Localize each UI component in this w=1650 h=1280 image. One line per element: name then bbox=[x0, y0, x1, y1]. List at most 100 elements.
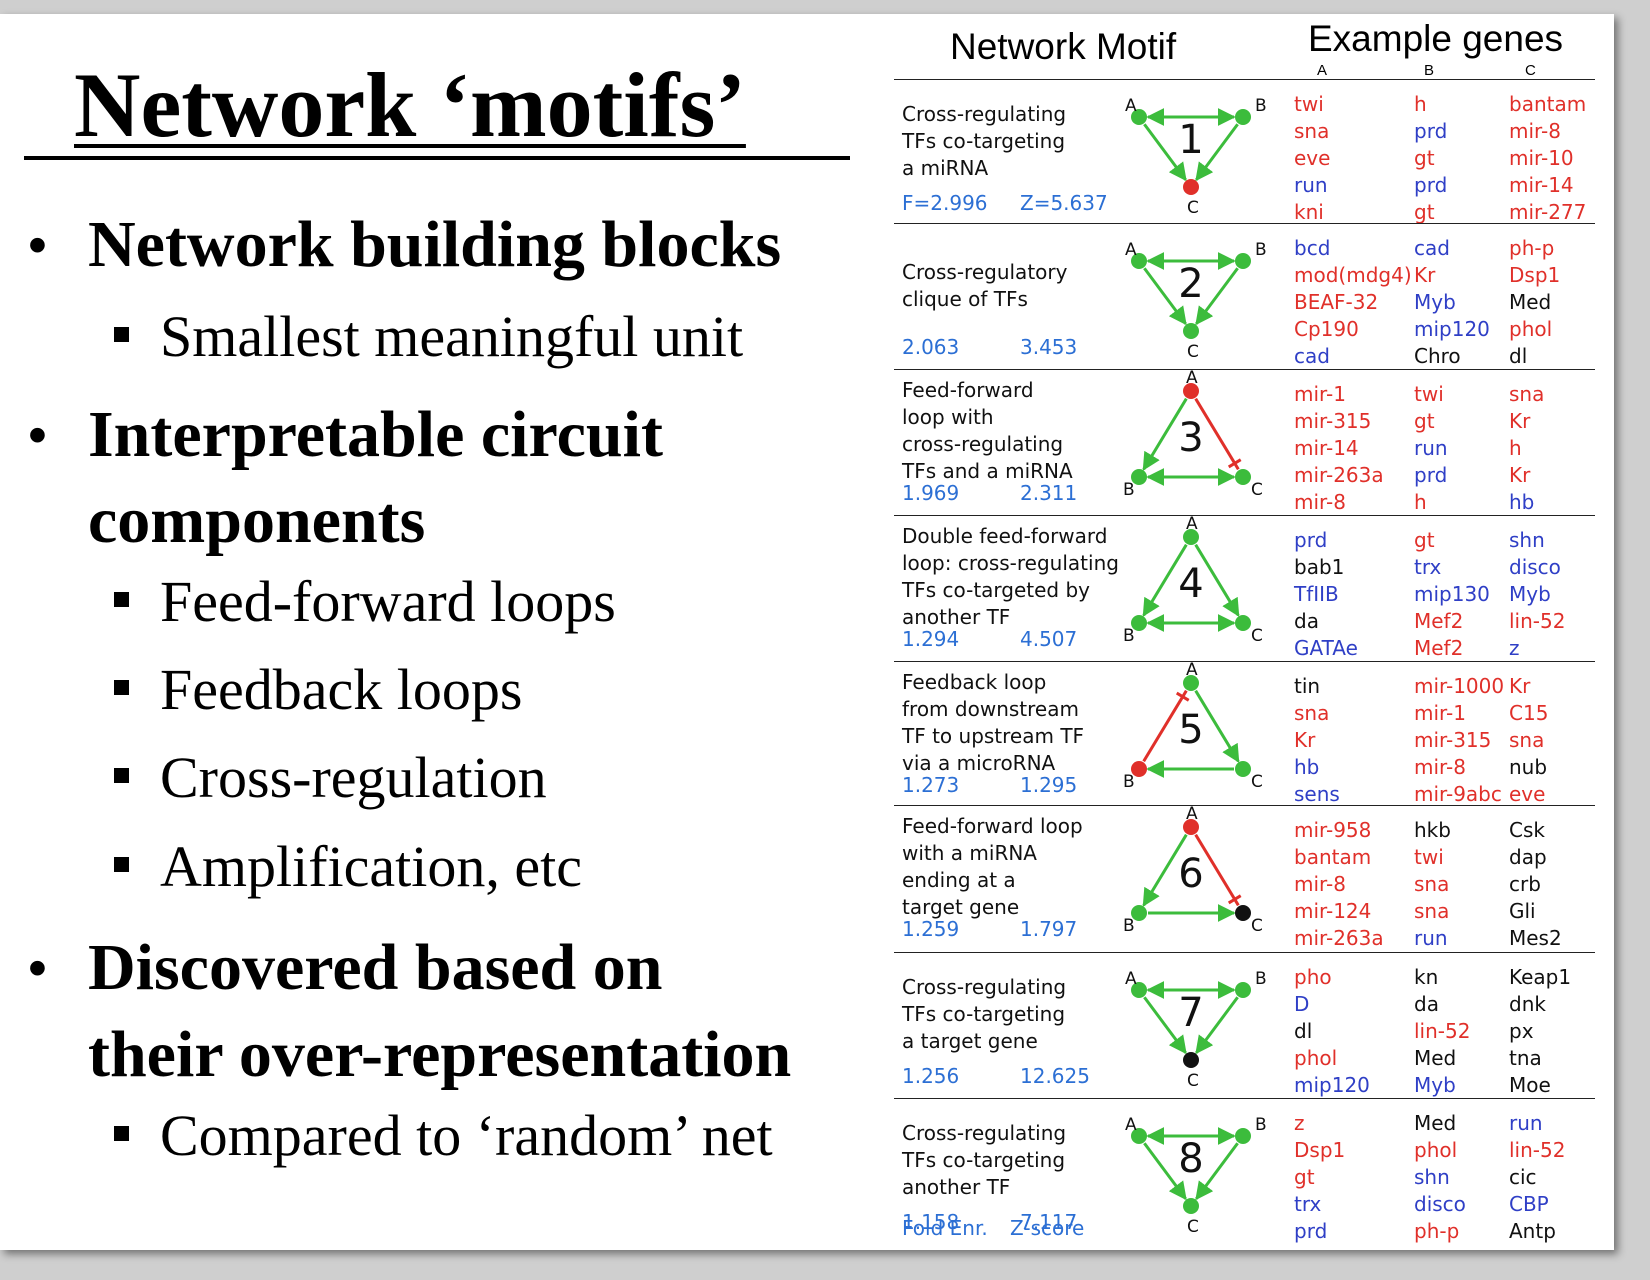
node-label-c: C bbox=[1187, 1217, 1199, 1237]
motif-node bbox=[1183, 1052, 1199, 1068]
motif-node bbox=[1183, 529, 1199, 545]
gene-name: da bbox=[1414, 992, 1439, 1016]
motif-description: TFs co-targeting bbox=[902, 1002, 1066, 1026]
gene-name: z bbox=[1509, 636, 1520, 660]
motif-number: 6 bbox=[1178, 851, 1203, 897]
gene-name: mir-8 bbox=[1509, 119, 1561, 143]
gene-name: kni bbox=[1294, 200, 1324, 224]
gene-name: gt bbox=[1414, 146, 1435, 170]
sub-bullet-marker bbox=[114, 592, 129, 607]
z-score-value: 3.453 bbox=[1020, 335, 1078, 359]
node-label-b: B bbox=[1123, 772, 1135, 792]
row-separator bbox=[894, 661, 1595, 662]
gene-name: Keap1 bbox=[1509, 965, 1572, 989]
gene-name: sna bbox=[1294, 701, 1330, 725]
gene-name: mir-8 bbox=[1414, 755, 1466, 779]
node-label-a: A bbox=[1186, 514, 1198, 534]
gene-name: mir-1 bbox=[1294, 382, 1346, 406]
motif-description: TFs and a miRNA bbox=[902, 459, 1073, 483]
gene-name: twi bbox=[1294, 92, 1324, 116]
motif-edge bbox=[1142, 689, 1188, 763]
gene-name: phol bbox=[1294, 1046, 1338, 1070]
motif-description: loop with bbox=[902, 405, 994, 429]
gene-name: mir-1 bbox=[1414, 701, 1466, 725]
column-letter-b: B bbox=[1424, 62, 1435, 79]
gene-name: trx bbox=[1414, 555, 1442, 579]
bullet-text: Cross-regulation bbox=[160, 745, 547, 810]
z-score-value: 7.117 bbox=[1020, 1210, 1078, 1234]
gene-name: run bbox=[1414, 436, 1448, 460]
motif-description: TFs co-targeting bbox=[902, 1148, 1066, 1172]
gene-name: run bbox=[1294, 173, 1328, 197]
gene-name: gt bbox=[1414, 200, 1435, 224]
sub-bullet-marker bbox=[114, 1126, 129, 1141]
bullet-item: •Interpretable circuit bbox=[28, 392, 663, 478]
gene-name: mir-958 bbox=[1294, 818, 1372, 842]
motif-description: from downstream bbox=[902, 697, 1079, 721]
slide: Network ‘motifs’ •Network building block… bbox=[0, 14, 1614, 1250]
node-label-c: C bbox=[1187, 198, 1199, 218]
gene-name: eve bbox=[1294, 146, 1331, 170]
gene-name: ph-p bbox=[1509, 236, 1555, 260]
header-network-motif: Network Motif bbox=[950, 26, 1177, 67]
gene-name: mir-9abc bbox=[1414, 782, 1502, 806]
gene-name: eve bbox=[1509, 782, 1546, 806]
gene-name: prd bbox=[1414, 463, 1448, 487]
node-label-c: C bbox=[1251, 480, 1263, 500]
gene-name: cad bbox=[1294, 344, 1330, 368]
gene-name: z bbox=[1294, 1111, 1305, 1135]
motif-edge bbox=[1195, 1142, 1239, 1201]
sub-bullet-item: Compared to ‘random’ net bbox=[114, 1101, 773, 1171]
gene-name: h bbox=[1414, 490, 1427, 514]
gene-name: Kr bbox=[1509, 463, 1531, 487]
motif-edge bbox=[1143, 996, 1187, 1055]
motif-number: 1 bbox=[1178, 117, 1203, 163]
bullet-text: Interpretable circuit bbox=[88, 398, 663, 471]
z-score-value: Z=5.637 bbox=[1020, 191, 1108, 215]
motif-edge bbox=[1143, 123, 1187, 182]
motif-description: cross-regulating bbox=[902, 432, 1064, 456]
gene-name: Chro bbox=[1414, 344, 1461, 368]
motif-node bbox=[1235, 761, 1251, 777]
gene-name: Kr bbox=[1509, 409, 1531, 433]
slide-title-text: Network ‘motifs’ bbox=[74, 54, 746, 156]
gene-name: Cp190 bbox=[1294, 317, 1359, 341]
node-label-c: C bbox=[1187, 1071, 1199, 1091]
motif-node bbox=[1183, 323, 1199, 339]
gene-name: lin-52 bbox=[1509, 609, 1566, 633]
bullet-marker: • bbox=[28, 938, 47, 998]
fold-enrichment-value: F=2.996 bbox=[902, 191, 988, 215]
gene-name: pho bbox=[1294, 965, 1332, 989]
motif-description: Feedback loop bbox=[902, 670, 1047, 694]
gene-name: tna bbox=[1509, 1046, 1542, 1070]
gene-name: prd bbox=[1294, 1219, 1328, 1243]
node-label-a: A bbox=[1125, 969, 1137, 989]
gene-name: sens bbox=[1294, 782, 1340, 806]
gene-name: Kr bbox=[1414, 263, 1436, 287]
sub-bullet-marker bbox=[114, 680, 129, 695]
motif-node bbox=[1131, 615, 1147, 631]
bullet-item: •Discovered based on bbox=[28, 925, 662, 1011]
gene-name: sna bbox=[1414, 899, 1450, 923]
node-label-b: B bbox=[1255, 96, 1267, 116]
motif-number: 8 bbox=[1178, 1136, 1203, 1182]
row-separator bbox=[894, 805, 1595, 806]
gene-name: Med bbox=[1509, 290, 1552, 314]
gene-name: dl bbox=[1509, 344, 1528, 368]
motif-node bbox=[1131, 982, 1147, 998]
gene-name: Myb bbox=[1414, 1073, 1456, 1097]
node-label-a: A bbox=[1186, 660, 1198, 680]
gene-name: hkb bbox=[1414, 818, 1451, 842]
gene-name: shn bbox=[1509, 528, 1545, 552]
fold-enrichment-value: 1.969 bbox=[902, 481, 960, 505]
sub-bullet-marker bbox=[114, 768, 129, 783]
legend-fold-enrichment: Fold Enr. bbox=[902, 1216, 988, 1240]
gene-name: Myb bbox=[1414, 290, 1456, 314]
gene-name: mir-315 bbox=[1294, 409, 1372, 433]
gene-name: mir-1000 bbox=[1414, 674, 1505, 698]
gene-name: sna bbox=[1414, 872, 1450, 896]
gene-name: Myb bbox=[1509, 582, 1551, 606]
